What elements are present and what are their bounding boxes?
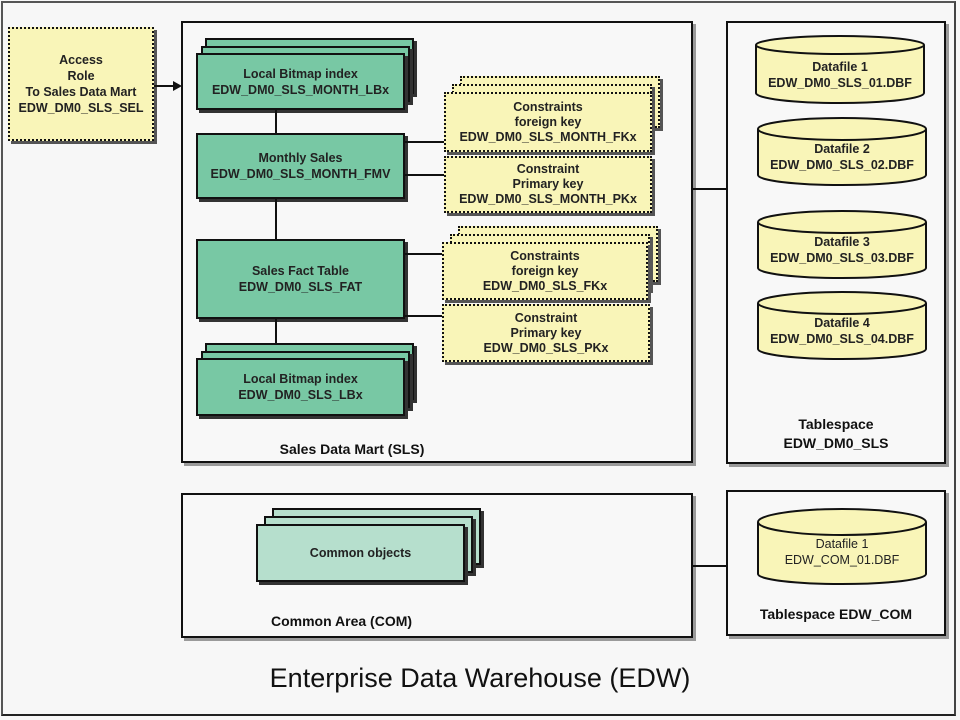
fact-table-title: Sales Fact Table bbox=[251, 264, 350, 278]
connector bbox=[275, 319, 277, 347]
month-pk-line: EDW_DM0_SLS_MONTH_PKx bbox=[459, 192, 637, 206]
monthly-sales-title: Monthly Sales bbox=[258, 151, 343, 165]
fact-fk-line: EDW_DM0_SLS_FKx bbox=[482, 278, 608, 293]
access-role-line: Access bbox=[59, 53, 103, 67]
common-area-label: Common Area (COM) bbox=[271, 613, 413, 629]
tablespace-com-label: Tablespace EDW_COM bbox=[759, 606, 913, 622]
connector bbox=[275, 110, 277, 135]
datafile-file: EDW_DM0_SLS_02.DBF bbox=[770, 158, 914, 172]
connector bbox=[405, 253, 445, 255]
tablespace-sls-label: Tablespace EDW_DM0_SLS bbox=[728, 415, 944, 453]
month-fk-line: foreign key bbox=[514, 114, 582, 129]
month-bitmap-index: Local Bitmap index EDW_DM0_SLS_MONTH_LBx bbox=[196, 53, 405, 110]
cylinder-shape bbox=[757, 291, 927, 360]
datafile-file: EDW_DM0_SLS_01.DBF bbox=[768, 76, 912, 90]
fact-index-name: EDW_DM0_SLS_LBx bbox=[238, 388, 363, 402]
month-fk-line: Constraints bbox=[513, 99, 583, 114]
connector bbox=[405, 315, 445, 317]
arrow-head-icon bbox=[173, 81, 182, 91]
cylinder-shape bbox=[757, 210, 927, 279]
fact-pk-line: Constraint bbox=[514, 310, 578, 325]
datafile-file: EDW_COM_01.DBF bbox=[784, 553, 900, 567]
sales-fact-table: Sales Fact Table EDW_DM0_SLS_FAT bbox=[196, 239, 405, 319]
fact-pk-line: EDW_DM0_SLS_PKx bbox=[483, 340, 609, 355]
cylinder-shape bbox=[757, 117, 927, 186]
datafile-cylinder: Datafile 3 EDW_DM0_SLS_03.DBF bbox=[757, 210, 927, 280]
datafile-name: Datafile 1 bbox=[812, 60, 868, 74]
monthly-sales-table: Monthly Sales EDW_DM0_SLS_MONTH_FMV bbox=[196, 133, 405, 199]
fact-index-title: Local Bitmap index bbox=[243, 372, 358, 386]
month-fk-line: EDW_DM0_SLS_MONTH_FKx bbox=[459, 129, 637, 144]
connector bbox=[405, 174, 445, 176]
month-index-title: Local Bitmap index bbox=[243, 66, 358, 81]
datafile-cylinder: Datafile 1 EDW_COM_01.DBF bbox=[757, 508, 927, 588]
datafile-cylinder: Datafile 2 EDW_DM0_SLS_02.DBF bbox=[757, 117, 927, 187]
connector bbox=[693, 565, 727, 567]
datafile-name: Datafile 2 bbox=[814, 142, 870, 156]
datafile-file: EDW_DM0_SLS_04.DBF bbox=[770, 332, 914, 346]
month-foreign-key-constraint: Constraints foreign key EDW_DM0_SLS_MONT… bbox=[444, 92, 652, 152]
datafile-cylinder: Datafile 1 EDW_DM0_SLS_01.DBF bbox=[755, 35, 925, 105]
fact-bitmap-index: Local Bitmap index EDW_DM0_SLS_LBx bbox=[196, 358, 405, 416]
fact-foreign-key-constraint: Constraints foreign key EDW_DM0_SLS_FKx bbox=[442, 242, 648, 300]
month-pk-line: Constraint bbox=[516, 162, 580, 176]
datafile-name: Datafile 4 bbox=[814, 316, 870, 330]
month-pk-line: Primary key bbox=[512, 177, 584, 191]
access-role-line: Role bbox=[67, 69, 95, 83]
access-role-box: Access Role To Sales Data Mart EDW_DM0_S… bbox=[8, 27, 154, 141]
connector bbox=[405, 141, 445, 143]
datafile-name: Datafile 3 bbox=[814, 235, 870, 249]
month-primary-key-constraint: Constraint Primary key EDW_DM0_SLS_MONTH… bbox=[444, 156, 652, 213]
month-index-name: EDW_DM0_SLS_MONTH_LBx bbox=[211, 82, 390, 97]
monthly-sales-name: EDW_DM0_SLS_MONTH_FMV bbox=[210, 167, 391, 181]
connector bbox=[693, 188, 727, 190]
datafile-name: Datafile 1 bbox=[815, 537, 869, 551]
datafile-cylinder: Datafile 4 EDW_DM0_SLS_04.DBF bbox=[757, 291, 927, 361]
tablespace-sls-label-line: EDW_DM0_SLS bbox=[783, 435, 889, 451]
cylinder-shape bbox=[755, 35, 925, 104]
common-objects-label: Common objects bbox=[309, 546, 412, 560]
tablespace-sls-label-line: Tablespace bbox=[798, 416, 874, 432]
fact-fk-line: Constraints bbox=[510, 248, 580, 263]
diagram-title: Enterprise Data Warehouse (EDW) bbox=[269, 663, 691, 693]
fact-pk-line: Primary key bbox=[510, 325, 582, 340]
datafile-file: EDW_DM0_SLS_03.DBF bbox=[770, 251, 914, 265]
sales-data-mart-label: Sales Data Mart (SLS) bbox=[279, 441, 425, 457]
cylinder-shape bbox=[757, 508, 927, 585]
access-role-line: EDW_DM0_SLS_SEL bbox=[18, 101, 144, 115]
common-objects-box: Common objects bbox=[256, 524, 465, 582]
fact-primary-key-constraint: Constraint Primary key EDW_DM0_SLS_PKx bbox=[442, 304, 650, 362]
access-arrow-line bbox=[154, 85, 174, 87]
fact-fk-line: foreign key bbox=[511, 263, 579, 278]
access-role-line: To Sales Data Mart bbox=[25, 85, 137, 99]
connector bbox=[275, 199, 277, 241]
fact-table-name: EDW_DM0_SLS_FAT bbox=[238, 280, 363, 294]
